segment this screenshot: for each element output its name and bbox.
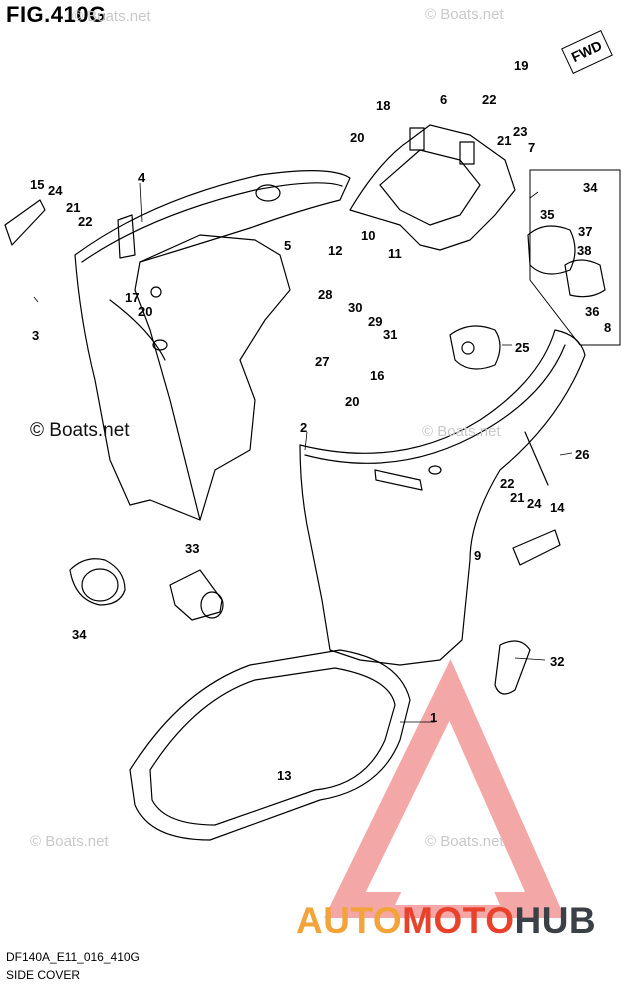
part-34-grommet-left	[69, 558, 126, 606]
callout-c35: 35	[540, 207, 555, 222]
callout-c27: 27	[315, 354, 330, 369]
callout-c24b: 24	[527, 496, 542, 511]
callout-c23: 23	[513, 124, 528, 139]
part-6-upper-bracket	[349, 124, 516, 251]
part-2-lower-side-cover	[299, 329, 586, 666]
part-34-grommet-right	[527, 169, 621, 346]
callout-c22b: 22	[78, 214, 93, 229]
watermark-left: © Boats.net	[30, 420, 130, 441]
figure-caption: SIDE COVER	[6, 968, 81, 982]
figure-code: DF140A_E11_016_410G	[6, 950, 140, 964]
callout-c26: 26	[575, 447, 590, 462]
brand-part-hub: HUB	[514, 900, 597, 941]
part-26-tie	[524, 431, 549, 486]
callout-c11: 11	[388, 246, 402, 261]
watermark-top-center: © Boats.net	[72, 8, 151, 25]
part-4-left-side-cover	[74, 170, 351, 521]
callout-c5: 5	[284, 238, 292, 253]
callout-c18: 18	[376, 98, 391, 113]
callout-c14: 14	[550, 500, 565, 515]
callout-c33: 33	[185, 541, 200, 556]
callout-c36: 36	[585, 304, 600, 319]
callout-c31: 31	[383, 327, 398, 342]
callout-c29: 29	[368, 314, 383, 329]
brand-part-moto: MOTO	[402, 900, 515, 941]
callout-c15: 15	[30, 177, 45, 192]
callout-c8: 8	[604, 320, 612, 335]
callout-c2: 2	[300, 420, 308, 435]
watermark-mid-right: © Boats.net	[422, 423, 501, 440]
callout-c13: 13	[277, 768, 292, 783]
callout-c25: 25	[515, 340, 530, 355]
part-25-grommet	[449, 325, 501, 370]
callout-c32: 32	[550, 654, 565, 669]
part-15-handle	[4, 199, 46, 246]
brand-part-auto: AUTO	[296, 900, 403, 941]
callout-c28: 28	[318, 287, 333, 302]
callout-c10: 10	[361, 228, 376, 243]
callout-c24a: 24	[48, 183, 63, 198]
callout-c21c: 21	[510, 490, 525, 505]
leader-lines	[33, 182, 573, 723]
part-33-grommet	[169, 569, 224, 621]
callout-c22a: 22	[482, 92, 497, 107]
callout-c37: 37	[578, 224, 593, 239]
brand-wordmark: AUTOMOTOHUB	[296, 900, 596, 942]
callout-c16: 16	[370, 368, 385, 383]
callout-c7: 7	[528, 140, 536, 155]
watermark-bottom-left: © Boats.net	[30, 833, 109, 850]
callout-c21b: 21	[66, 200, 81, 215]
callout-c6: 6	[440, 92, 448, 107]
callout-c38: 38	[577, 243, 592, 258]
callout-c34b: 34	[583, 180, 598, 195]
part-1-bottom-seal	[129, 649, 411, 841]
callout-c3: 3	[32, 328, 40, 343]
watermark-bottom-right: © Boats.net	[425, 833, 504, 850]
figure-title: FIG.410G	[6, 2, 107, 27]
part-32-clip	[494, 640, 531, 695]
callout-c4: 4	[138, 170, 146, 185]
callout-c17: 17	[125, 290, 140, 305]
callout-c1: 1	[430, 710, 438, 725]
callout-c12: 12	[328, 243, 343, 258]
callout-c20a: 20	[350, 130, 365, 145]
callout-c20b: 20	[138, 304, 153, 319]
part-14-handle	[512, 529, 561, 566]
callout-c30: 30	[348, 300, 363, 315]
callout-c9: 9	[474, 548, 482, 563]
callout-c20c: 20	[345, 394, 360, 409]
callout-c19: 19	[514, 58, 529, 73]
watermark-top-right: © Boats.net	[425, 6, 504, 23]
callout-c22c: 22	[500, 476, 515, 491]
callout-c21a: 21	[497, 133, 512, 148]
brand-logo-triangle	[324, 659, 565, 918]
callout-c34a: 34	[72, 627, 87, 642]
fwd-badge-label: FWD	[568, 37, 605, 66]
